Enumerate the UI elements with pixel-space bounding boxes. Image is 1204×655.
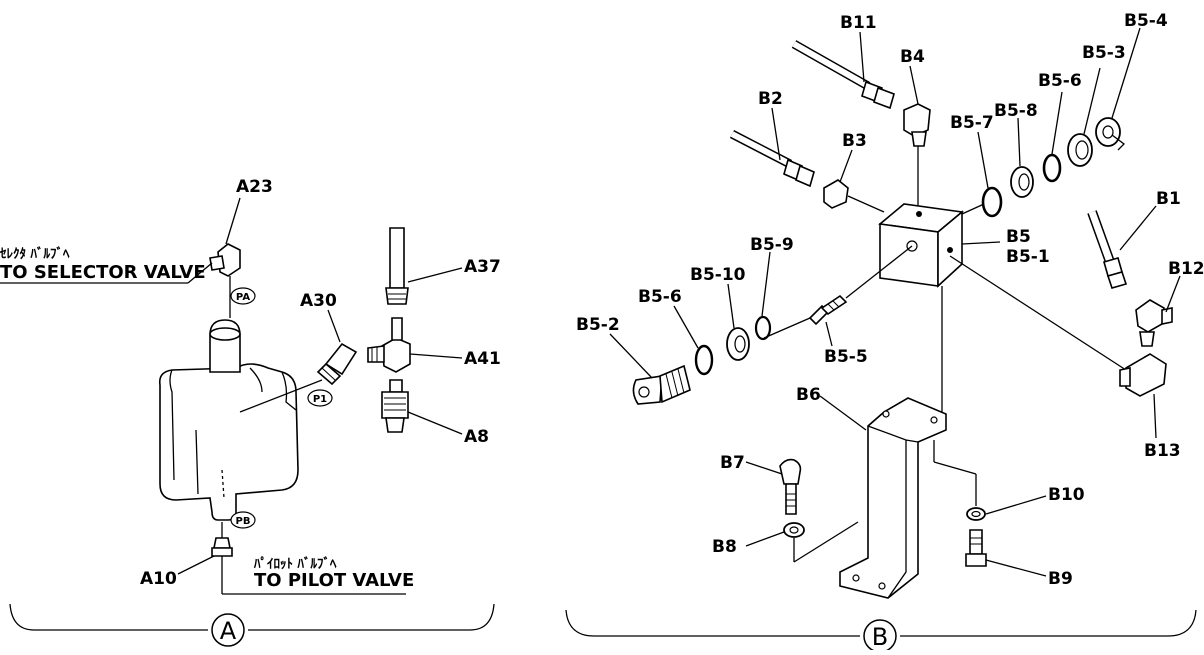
label-b5-9: B5-9 <box>750 235 794 255</box>
label-b8: B8 <box>712 537 737 557</box>
label-b5-7: B5-7 <box>950 113 994 133</box>
section-a: PA P1 PB A23 A37 A30 A41 A8 A10 ｾﾚｸﾀ ﾊﾞﾙ… <box>0 177 501 647</box>
label-b5-2: B5-2 <box>576 315 620 335</box>
washer-b5-10 <box>726 327 750 361</box>
tube-a37 <box>385 227 409 305</box>
port-bubble-pa: PA <box>230 287 256 305</box>
fitting-a10 <box>211 522 406 595</box>
cap-b5-4 <box>1095 117 1125 151</box>
elbow-fitting-a23 <box>209 243 241 318</box>
selector-label-jp: ｾﾚｸﾀ ﾊﾞﾙﾌﾞﾍ <box>0 246 70 262</box>
section-a-bracket: A <box>9 603 495 647</box>
label-b4: B4 <box>900 47 925 67</box>
label-b5-6-lower: B5-6 <box>638 287 682 307</box>
ring-b5-7 <box>981 186 1003 218</box>
label-b5-3: B5-3 <box>1082 43 1126 63</box>
section-b-bracket: B <box>565 609 1197 653</box>
port-bubble-pb: PB <box>230 511 256 529</box>
label-b6: B6 <box>796 385 821 405</box>
fitting-b3 <box>823 179 885 213</box>
label-a8: A8 <box>464 427 489 447</box>
ring-b5-6-lower <box>694 344 714 376</box>
bolt-b9 <box>965 529 987 567</box>
washer-b5-3 <box>1067 133 1093 167</box>
section-b: B11 B4 B2 B3 B5-8 B5-6 B5-3 B5-4 B5-7 B1… <box>565 11 1204 653</box>
svg-text:PB: PB <box>236 516 251 527</box>
label-b5-4: B5-4 <box>1124 11 1168 31</box>
label-a37: A37 <box>464 257 501 277</box>
adapter-a8 <box>381 379 409 433</box>
label-a30: A30 <box>300 291 337 311</box>
svg-text:P1: P1 <box>313 394 327 405</box>
label-b5-10: B5-10 <box>690 265 746 285</box>
elbow-a41 <box>367 317 411 373</box>
hose-b1 <box>1087 210 1128 289</box>
label-b9: B9 <box>1048 569 1073 589</box>
label-b5-1: B5-1 <box>1006 247 1050 267</box>
plug-b5-2 <box>632 364 691 405</box>
bolt-b7 <box>779 458 802 515</box>
label-b7: B7 <box>720 453 745 473</box>
svg-text:B: B <box>872 623 888 650</box>
label-b1: B1 <box>1156 189 1181 209</box>
washer-b10 <box>966 507 986 521</box>
label-b3: B3 <box>842 131 867 151</box>
pilot-label-jp: ﾊﾟｲﾛｯﾄ ﾊﾞﾙﾌﾞﾍ <box>253 556 337 572</box>
label-b12: B12 <box>1168 259 1204 279</box>
label-b13: B13 <box>1144 441 1181 461</box>
label-b5: B5 <box>1006 227 1031 247</box>
label-a10: A10 <box>140 569 177 589</box>
svg-text:PA: PA <box>236 292 250 303</box>
label-b5-5: B5-5 <box>824 347 868 367</box>
elbow-b4 <box>903 103 931 206</box>
valve-body-a <box>158 319 299 521</box>
label-b2: B2 <box>758 89 783 109</box>
label-b11: B11 <box>840 13 877 33</box>
label-b5-8: B5-8 <box>994 101 1038 121</box>
oring-b5-9 <box>754 315 772 341</box>
pilot-label-en: TO PILOT VALVE <box>254 570 414 591</box>
port-bubble-p1: P1 <box>307 389 333 407</box>
elbow-b13 <box>1119 353 1167 397</box>
bracket-b6 <box>839 397 947 599</box>
ring-b5-6-upper <box>1042 153 1062 183</box>
hose-b11 <box>791 40 895 110</box>
label-a41: A41 <box>464 349 501 369</box>
elbow-b12 <box>1135 299 1173 347</box>
block-b5 <box>878 203 964 288</box>
washer-b5-8 <box>1010 166 1034 198</box>
washer-b8 <box>783 522 805 538</box>
plug-a30 <box>316 342 358 386</box>
bolt-b5-5 <box>763 245 913 339</box>
hose-b2 <box>729 130 815 188</box>
label-a23: A23 <box>236 177 273 197</box>
selector-label-en: TO SELECTOR VALVE <box>0 262 206 283</box>
label-b5-6-upper: B5-6 <box>1038 71 1082 91</box>
label-b10: B10 <box>1048 485 1085 505</box>
svg-text:A: A <box>220 617 237 645</box>
